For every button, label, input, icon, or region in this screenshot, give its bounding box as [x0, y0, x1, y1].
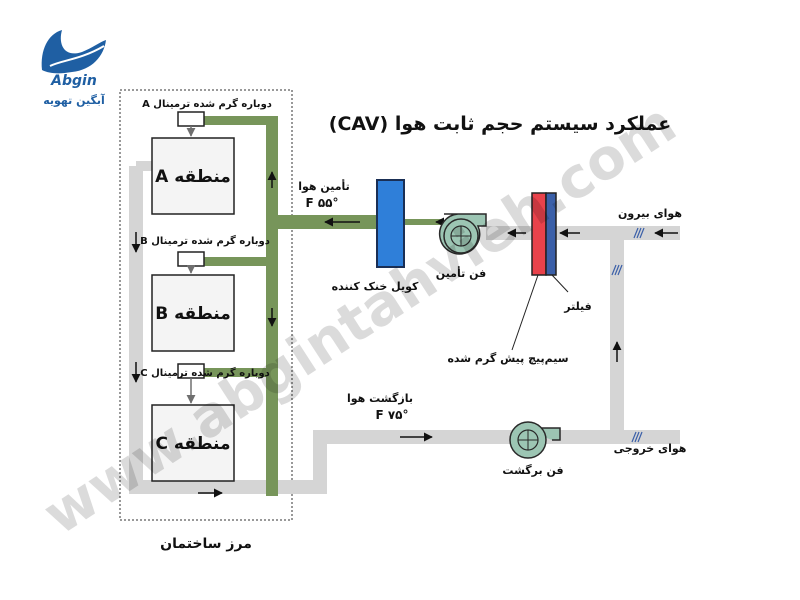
cooling-coil — [376, 179, 405, 268]
diagram-title: عملکرد سیستم حجم ثابت هوا (CAV) — [329, 113, 671, 135]
reheat-terminal-a — [177, 111, 205, 127]
return-fan-label: فن برگشت — [502, 464, 563, 477]
supply-fan-label: فن تأمین — [436, 266, 486, 280]
zone-b-label: منطقه B — [155, 304, 230, 324]
exhaust-damper-icon — [631, 431, 643, 443]
preheat-leader-line — [511, 274, 539, 351]
reheat-label-c: دوباره گرم شده ترمینال C — [140, 366, 269, 379]
supply-duct — [204, 116, 444, 496]
filter — [545, 192, 557, 276]
reheat-terminal-b — [177, 251, 205, 267]
logo-brand: Abgin — [50, 73, 97, 89]
outside-air-label: هوای بیرون — [618, 207, 682, 220]
cooling-coil-label: کویل خنک کننده — [332, 280, 419, 293]
logo-wave-icon — [41, 30, 106, 74]
building-boundary — [119, 89, 293, 521]
return-air-temp: ۷۵° F — [375, 408, 408, 422]
zone-c: منطقه C — [151, 404, 235, 482]
building-boundary-label: مرز ساختمان — [160, 536, 252, 552]
filter-leader-line — [551, 274, 569, 293]
return-fan-icon — [509, 421, 561, 459]
zone-c-label: منطقه C — [156, 434, 231, 454]
zone-a-label: منطقه A — [155, 167, 231, 187]
reheat-label-a: دوباره گرم شده ترمینال A — [142, 97, 272, 110]
preheat-coil-label: سیم‌پیچ پیش گرم شده — [447, 352, 568, 365]
supply-air-label: تأمین هوا — [298, 179, 350, 193]
logo-subtitle: آبگین تهویه — [43, 93, 105, 107]
reheat-label-b: دوباره گرم شده ترمینال B — [140, 234, 270, 247]
logo: Abgin آبگین تهویه — [41, 30, 106, 107]
filter-label: فیلتر — [563, 300, 592, 313]
zone-a: منطقه A — [151, 137, 235, 215]
recirc-damper-icon — [611, 264, 623, 276]
outside-air-damper-icon — [633, 227, 645, 239]
supply-air-temp: ۵۵° F — [305, 196, 338, 210]
zone-b: منطقه B — [151, 274, 235, 352]
supply-fan-icon — [438, 213, 487, 255]
return-air-label: بازگشت هوا — [347, 392, 413, 405]
exhaust-air-label: هوای خروجی — [614, 442, 687, 455]
